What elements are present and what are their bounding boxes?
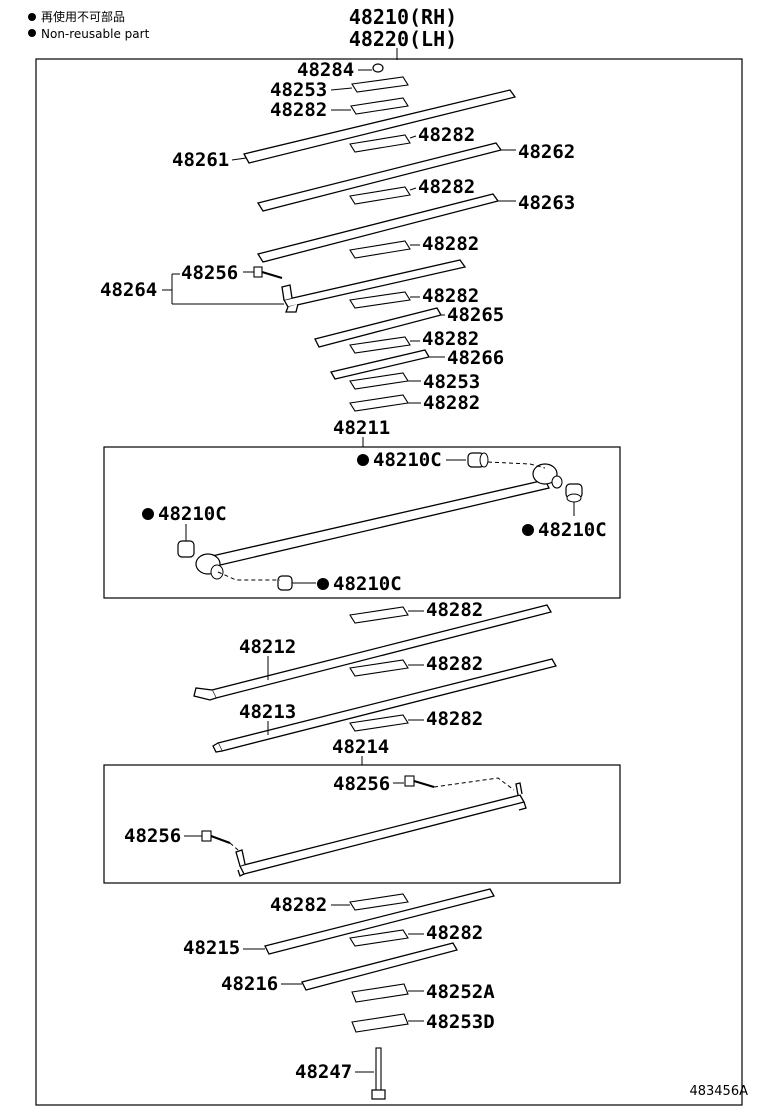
bolt-48256-a: [253, 266, 283, 279]
leaf-48214-bracket-front: [515, 782, 527, 811]
non-reusable-marker-icon: [142, 508, 154, 520]
leaf-48266: [330, 349, 430, 380]
part-label-48265: 48265: [447, 304, 504, 326]
part-label-48216: 48216: [221, 973, 278, 995]
pad-48282-a: [350, 97, 409, 115]
leaf-48211-eye-rear: [195, 553, 224, 580]
part-label-48282-d: 48282: [422, 233, 479, 255]
leaf-48264: [283, 259, 467, 308]
part-label-48282-g: 48282: [423, 392, 480, 414]
pad-48282-h: [349, 606, 409, 624]
leaf-48213-end: [212, 742, 223, 753]
part-label-48256-b: 48256: [333, 773, 390, 795]
part-label-48210C-a: 48210C: [373, 449, 442, 471]
part-label-48282-b: 48282: [418, 124, 475, 146]
pad-48282-k: [349, 893, 409, 911]
part-label-48247: 48247: [295, 1061, 352, 1083]
bushing-48210C-c: [177, 540, 195, 558]
part-label-48263: 48263: [518, 192, 575, 214]
subassembly-frame-48214: [103, 764, 621, 884]
part-label-48284: 48284: [297, 59, 354, 81]
leaf-48213: [217, 658, 557, 752]
part-label-48210C-d: 48210C: [333, 573, 402, 595]
spacer-48253D: [351, 1013, 409, 1033]
leaf-48211-eye-front: [532, 463, 563, 489]
part-label-48282-k: 48282: [270, 894, 327, 916]
part-label-48214: 48214: [332, 736, 389, 758]
pad-48282-g: [349, 394, 409, 412]
part-label-48211: 48211: [333, 417, 390, 439]
legend-english: Non-reusable part: [41, 27, 150, 41]
leaf-48211: [211, 479, 550, 567]
leaf-48214: [239, 794, 525, 875]
pad-48253-mid: [349, 372, 409, 390]
bolt-48256-c: [201, 830, 231, 844]
part-label-48262: 48262: [518, 141, 575, 163]
non-reusable-marker-icon: [317, 578, 329, 590]
bolt-48256-b: [404, 775, 435, 788]
leaf-48212-end: [193, 687, 217, 701]
part-label-48282-i: 48282: [426, 653, 483, 675]
non-reusable-marker-icon: [522, 524, 534, 536]
part-label-48266: 48266: [447, 347, 504, 369]
leaf-48212: [211, 604, 552, 699]
pad-48282-l: [349, 929, 409, 947]
illustration-number: 483456A: [689, 1084, 748, 1099]
assembly-frame: [35, 58, 743, 1106]
bushing-48210C-d: [277, 575, 293, 591]
part-label-48282-f: 48282: [422, 328, 479, 350]
legend-japanese: 再使用不可部品: [41, 9, 125, 24]
part-label-48261: 48261: [172, 149, 229, 171]
part-label-48282-a: 48282: [270, 99, 327, 121]
part-label-48213: 48213: [239, 701, 296, 723]
bushing-48210C-b: [565, 483, 583, 503]
leaf-48214-bracket-rear: [235, 849, 246, 877]
part-label-48256-c: 48256: [124, 825, 181, 847]
bushing-48210C-a: [467, 452, 489, 468]
spacer-48252A: [351, 983, 409, 1003]
part-label-48282-j: 48282: [426, 708, 483, 730]
part-label-48282-h: 48282: [426, 599, 483, 621]
part-label-48252A: 48252A: [426, 981, 495, 1003]
pad-48282-i: [349, 659, 409, 677]
part-label-48215: 48215: [183, 937, 240, 959]
pad-48282-b: [349, 134, 411, 153]
part-label-48253-mid: 48253: [423, 371, 480, 393]
pad-48282-f: [349, 336, 411, 354]
leaf-48216: [301, 942, 458, 991]
subassembly-frame-48211: [103, 446, 621, 599]
non-reusable-marker-icon: [28, 13, 36, 21]
non-reusable-marker-icon: [357, 454, 369, 466]
leaf-48264-bracket: [281, 284, 299, 313]
pad-48282-c: [349, 186, 411, 205]
center-bolt-48247: [371, 1047, 386, 1100]
part-label-48253D: 48253D: [426, 1011, 495, 1033]
leaf-48215: [264, 888, 495, 955]
assembly-number-lh: 48220(LH): [349, 27, 457, 51]
pad-48282-e: [349, 291, 411, 309]
part-label-48210C-c: 48210C: [158, 503, 227, 525]
part-label-48210C-b: 48210C: [538, 519, 607, 541]
pad-48253-top: [351, 76, 409, 93]
nut-48284: [372, 63, 384, 73]
part-label-48282-l: 48282: [426, 922, 483, 944]
part-label-48282-c: 48282: [418, 176, 475, 198]
part-label-48253-top: 48253: [270, 79, 327, 101]
pad-48282-j: [349, 714, 409, 732]
part-label-48264: 48264: [100, 279, 157, 301]
pad-48282-d: [349, 240, 411, 259]
part-label-48212: 48212: [239, 636, 296, 658]
leaf-48261: [243, 89, 517, 164]
part-label-48282-e: 48282: [422, 285, 479, 307]
non-reusable-marker-icon: [28, 29, 36, 37]
assembly-number-rh: 48210(RH): [349, 5, 457, 29]
part-label-48256-a: 48256: [181, 262, 238, 284]
